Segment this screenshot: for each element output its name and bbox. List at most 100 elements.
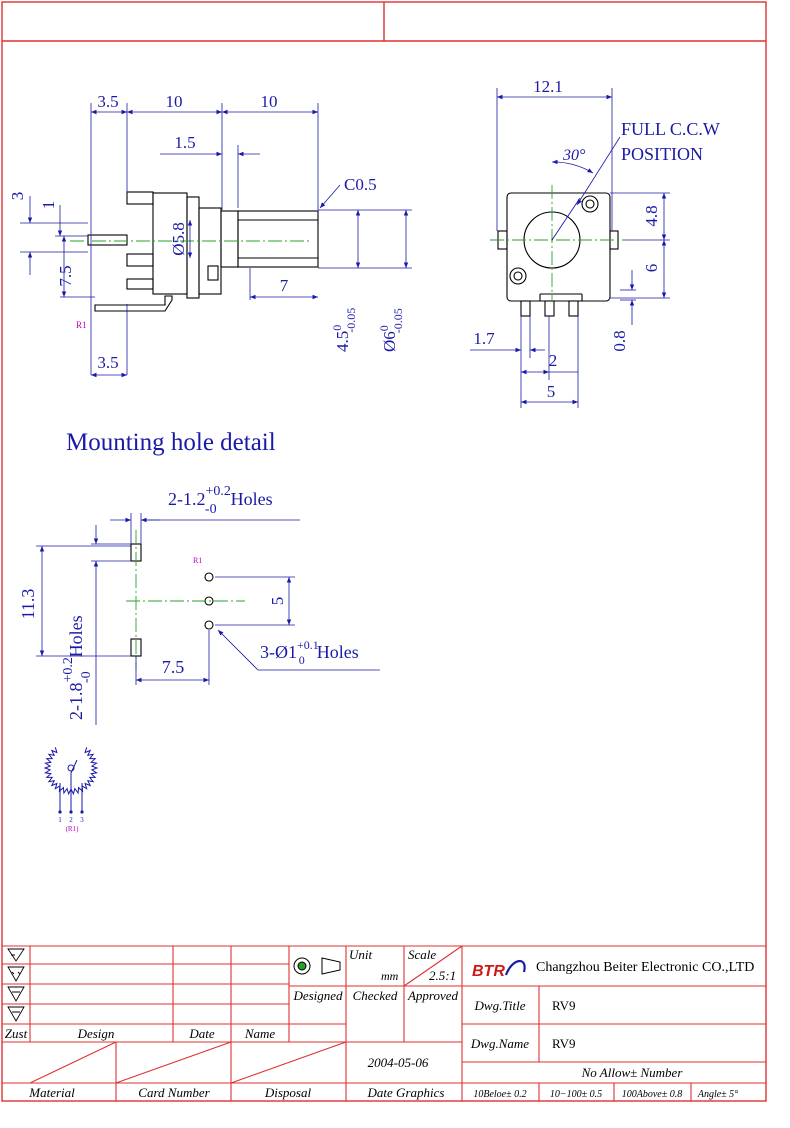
date-graphics-label: Date Graphics <box>367 1085 445 1100</box>
svg-text:4.50-0.05: 4.50-0.05 <box>330 308 358 352</box>
tolerance-angle: Angle± 5° <box>697 1089 738 1100</box>
side-view-outline <box>87 191 319 312</box>
side-view-extension-lines <box>20 103 412 375</box>
schematic-pin-1: 1 <box>58 816 62 824</box>
knob-tol-base: Ø6 <box>380 331 399 352</box>
dim-1-5: 1.5 <box>174 133 195 152</box>
rev-triangle-2 <box>7 966 25 982</box>
mounting-centerlines <box>126 530 245 670</box>
dim-3-5-top: 3.5 <box>97 92 118 111</box>
scale-value: 2.5:1 <box>429 968 456 983</box>
schematic-pin-2: 2 <box>69 816 73 824</box>
svg-text:Ø60-0.05: Ø60-0.05 <box>377 308 405 352</box>
dim-12-1: 12.1 <box>533 77 563 96</box>
front-view-dimension-lines <box>470 88 670 408</box>
scale-label: Scale <box>408 947 436 962</box>
dim-1: 1 <box>39 201 58 210</box>
mounting-title: Mounting hole detail <box>66 429 276 456</box>
mounting-hole-detail: Mounting hole detail <box>18 429 380 725</box>
sheet-frame <box>1 1 767 1102</box>
unit-label: Unit <box>349 947 373 962</box>
dim-7: 7 <box>280 276 289 295</box>
revision-triangles <box>7 948 25 1022</box>
company-name: Changzhou Beiter Electronic CO.,LTD <box>536 960 754 975</box>
dim-5-mount: 5 <box>268 597 287 606</box>
dim-10-left: 10 <box>166 92 183 111</box>
dim-7-5: 7.5 <box>56 265 75 286</box>
front-view: 12.1 30° FULL C.C.W POSITION 4.8 6 0.8 1… <box>470 77 720 408</box>
schematic-pin-3: 3 <box>80 816 84 824</box>
holes-top-base: 2-1.2 <box>168 489 206 509</box>
dim-11-3: 11.3 <box>18 589 38 620</box>
card-number-label: Card Number <box>138 1085 210 1100</box>
holes-side-lower: -0 <box>79 671 94 683</box>
checked-label: Checked <box>353 988 398 1003</box>
pin-holes-suffix: Holes <box>317 642 359 662</box>
holes-side-base: 2-1.8 <box>66 683 86 721</box>
approved-label: Approved <box>407 988 459 1003</box>
note-position: POSITION <box>621 144 703 164</box>
shaft-tolerance-label: 4.50-0.05 <box>330 308 358 352</box>
title-block: Zust Design Date Name Unit mm Scale 2.5:… <box>2 945 766 1101</box>
disposal-label: Disposal <box>264 1085 312 1100</box>
schematic-symbol: 1 2 3 (R1) <box>43 747 99 833</box>
drawing-date: 2004-05-06 <box>368 1055 429 1070</box>
rev-name-header: Name <box>244 1026 276 1041</box>
schematic-pin-1-dot <box>58 810 62 814</box>
rev-zust-header: Zust <box>5 1026 28 1041</box>
chamfer-label: C0.5 <box>344 175 377 194</box>
dim-3: 3 <box>8 192 27 201</box>
shaft-tol-lower: -0.05 <box>344 308 358 333</box>
pin-holes-lower: 0 <box>299 653 305 667</box>
side-view: 3.5 10 10 1.5 3 1 7.5 7 3.5 Ø5.8 C0.5 R1… <box>8 92 412 378</box>
pin-holes-base: 3-Ø1 <box>260 642 297 662</box>
dim-2: 2 <box>549 351 558 370</box>
projection-cone-icon <box>321 957 341 975</box>
rev-triangle-3 <box>7 986 25 1002</box>
pin-holes-upper: +0.1 <box>297 638 319 652</box>
rev-date-header: Date <box>188 1026 215 1041</box>
front-view-labels: 12.1 30° FULL C.C.W POSITION 4.8 6 0.8 1… <box>473 77 719 401</box>
schematic-r1-label: (R1) <box>66 825 80 833</box>
mounting-dimension-lines <box>36 513 380 725</box>
shaft-tol-base: 4.5 <box>333 331 352 352</box>
dim-1-7: 1.7 <box>473 329 495 348</box>
tolerance-above-100: 100Above± 0.8 <box>622 1089 682 1100</box>
shaft-tol-upper: 0 <box>330 325 344 331</box>
tolerance-10-100: 10−100± 0.5 <box>550 1089 602 1100</box>
rev-design-header: Design <box>77 1026 115 1041</box>
company-logo-swoosh-icon <box>504 960 526 976</box>
svg-text:2-1.8+0.2-0Holes: 2-1.8+0.2-0Holes <box>61 615 94 720</box>
knob-tol-lower: -0.05 <box>391 308 405 333</box>
rev-triangle-4 <box>7 1006 25 1022</box>
mount-pin-label-r1: R1 <box>193 556 202 565</box>
mounting-labels: 2-1.2+0.2-0Holes 11.3 2-1.8+0.2-0Holes 7… <box>18 484 359 720</box>
holes-top-suffix: Holes <box>231 489 273 509</box>
dim-30-deg: 30° <box>562 147 586 164</box>
dim-10-right: 10 <box>261 92 278 111</box>
schematic-wiper-node <box>67 764 75 772</box>
material-label: Material <box>28 1085 75 1100</box>
dim-0-8: 0.8 <box>610 330 629 351</box>
dim-3-5-bottom: 3.5 <box>97 353 118 372</box>
unit-value: mm <box>381 969 399 983</box>
dwg-name-label: Dwg.Name <box>470 1036 529 1051</box>
dim-5-front: 5 <box>547 382 556 401</box>
projection-symbol <box>293 957 341 975</box>
holes-side-upper: +0.2 <box>61 657 76 682</box>
rev-triangle-1 <box>7 948 25 962</box>
note-full-ccw: FULL C.C.W <box>621 119 720 139</box>
dim-dia-5-8: Ø5.8 <box>169 222 188 256</box>
dim-4-8: 4.8 <box>642 205 661 226</box>
schematic-pin-3-dot <box>80 810 84 814</box>
holes-side-label: 2-1.8+0.2-0Holes <box>61 615 94 720</box>
holes-top-label: 2-1.2+0.2-0Holes <box>168 484 273 517</box>
dwg-title-label: Dwg.Title <box>474 998 526 1013</box>
side-view-dimension-lines <box>27 109 409 378</box>
wiper-line <box>551 197 581 241</box>
company-logo: BTR <box>472 963 505 980</box>
dwg-name-value: RV9 <box>552 1036 576 1051</box>
holes-top-lower: -0 <box>205 502 217 517</box>
